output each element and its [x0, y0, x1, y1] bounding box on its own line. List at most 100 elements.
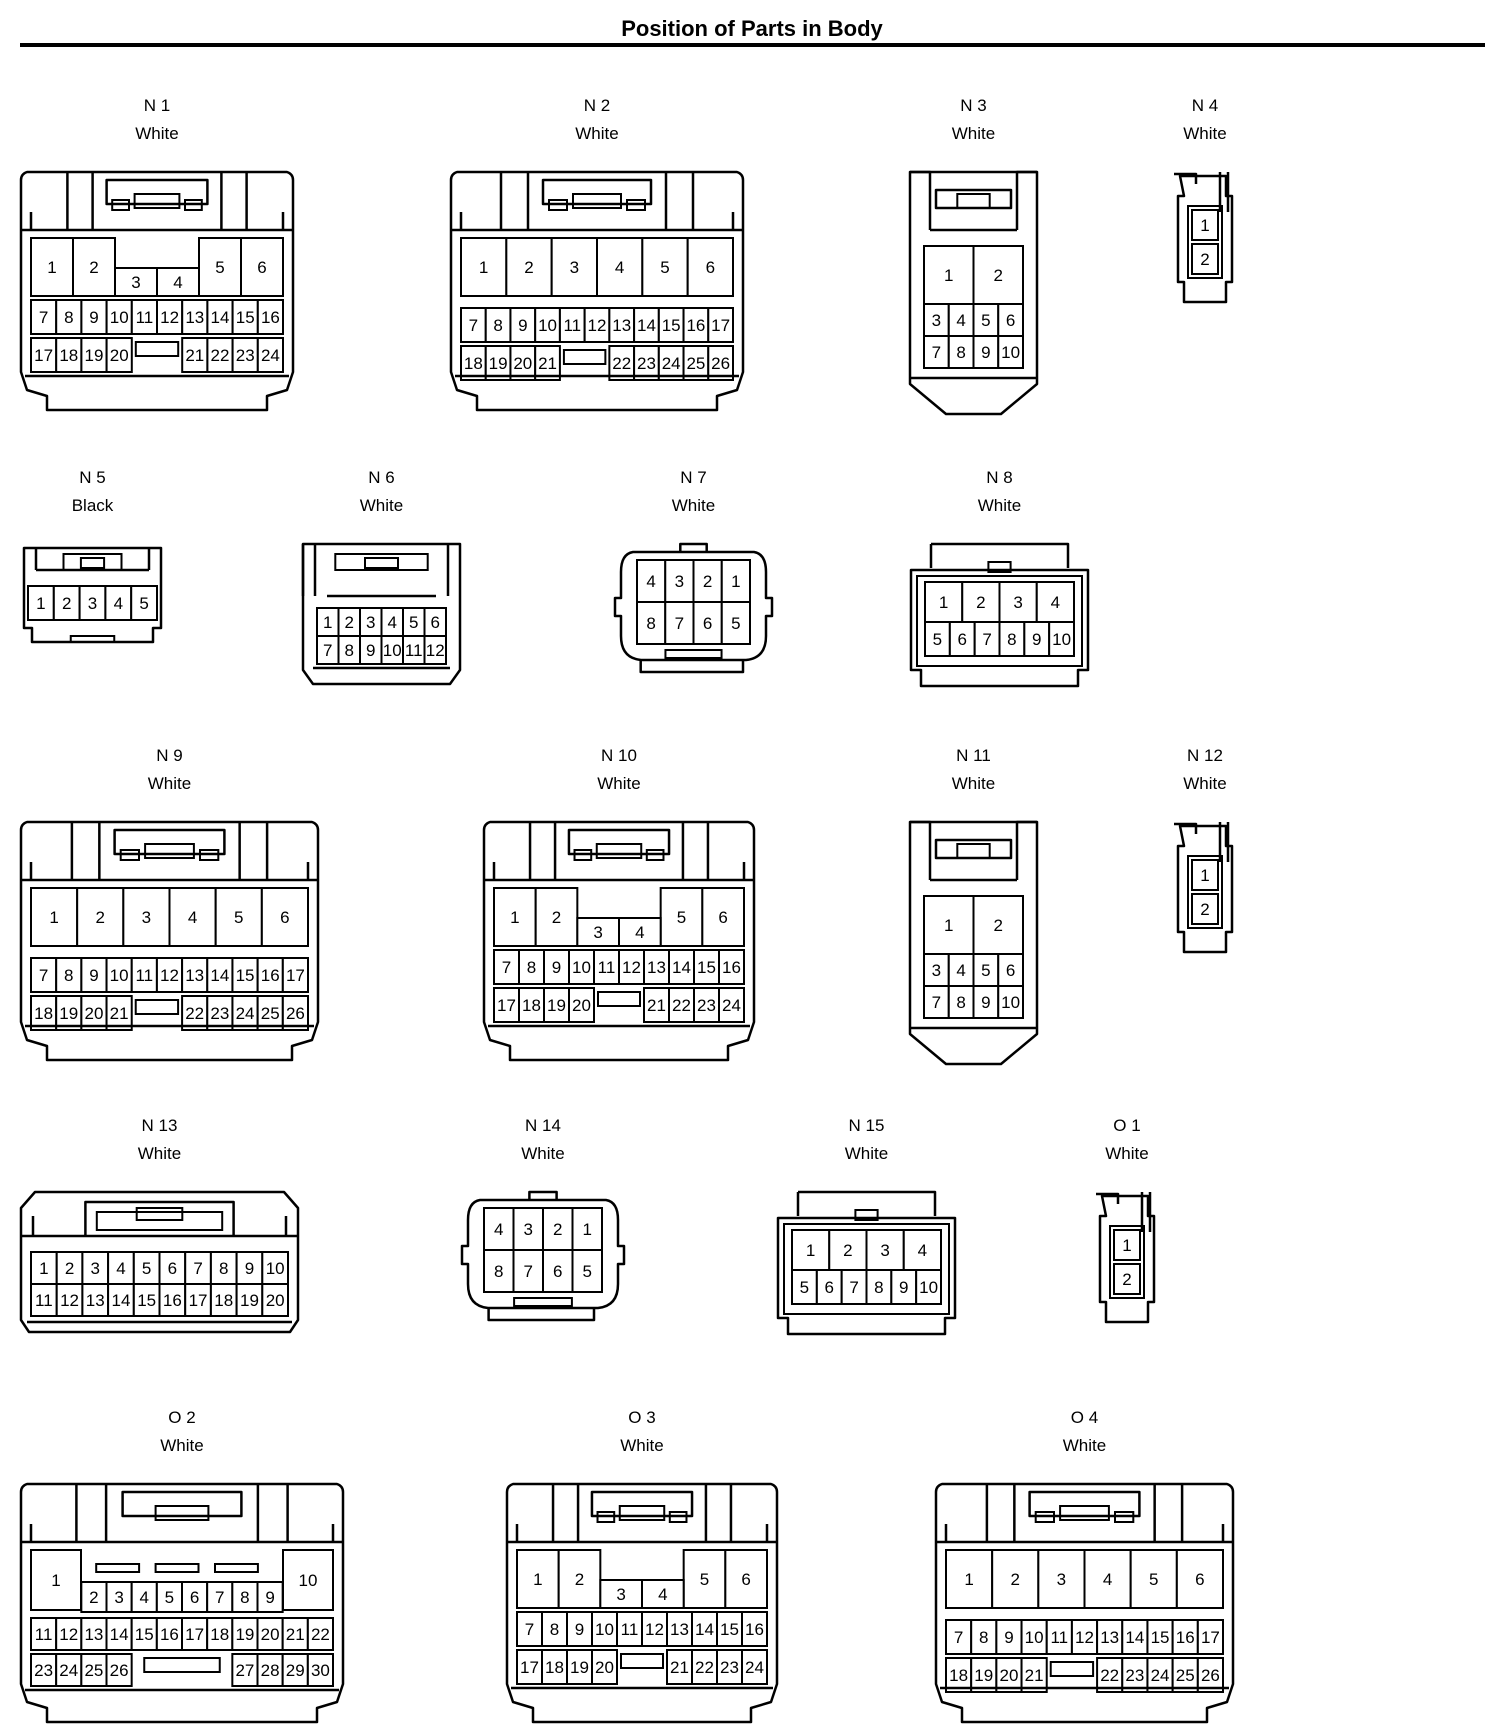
pin-label: 14 [637, 316, 656, 335]
pin-cell [158, 1251, 187, 1285]
pin-label: 15 [236, 308, 255, 327]
pin-cell [693, 949, 720, 985]
pin-label: 1 [731, 572, 740, 591]
pin-cell [682, 1549, 727, 1609]
pin-label: 2 [703, 572, 712, 591]
pin-label: 8 [494, 1262, 503, 1281]
pin-label: 10 [1001, 343, 1020, 362]
pin-label: 10 [1052, 630, 1071, 649]
pin-label: 2 [62, 594, 71, 613]
pin-label: 1 [49, 908, 58, 927]
pin-cell [636, 601, 667, 645]
pin-cell [55, 1283, 84, 1317]
connector-outline [66, 172, 248, 230]
connector-name: O 3 [628, 1408, 656, 1427]
pin-label: 15 [137, 1291, 156, 1310]
pin-label: 18 [464, 354, 483, 373]
pin-label: 26 [1201, 1666, 1220, 1685]
pin-label: 23 [637, 354, 656, 373]
pin-label: 17 [497, 996, 516, 1015]
connector-outline [910, 820, 1037, 882]
pin-label: 3 [932, 311, 941, 330]
connector-outline [84, 1200, 235, 1236]
pin-label: 5 [234, 908, 243, 927]
pin-cell [105, 1617, 133, 1651]
pin-label: 5 [700, 1570, 709, 1589]
pin-label: 7 [469, 316, 478, 335]
pin-label: 2 [552, 908, 561, 927]
pin-label: 5 [1149, 1570, 1158, 1589]
pin-label: 3 [675, 572, 684, 591]
pin-cell [1037, 1549, 1086, 1609]
pin-label: 20 [513, 354, 532, 373]
housing-part [572, 193, 622, 209]
connector-name: N 4 [1191, 96, 1219, 115]
pin-label: 18 [34, 1004, 53, 1023]
connector-name: O 2 [168, 1408, 196, 1427]
pin-cell [643, 987, 670, 1023]
housing-part [154, 1505, 210, 1521]
housing-part [987, 561, 1012, 573]
pin-label: 1 [583, 1220, 592, 1239]
pin-label: 2 [1200, 900, 1209, 919]
pin-cell [130, 1617, 158, 1651]
connector-outline [460, 1198, 626, 1310]
pin-label: 9 [245, 1259, 254, 1278]
pin-cell [30, 887, 79, 947]
pin-cell [483, 1249, 515, 1293]
connector-outline [19, 820, 320, 1062]
pin-label: 1 [47, 258, 56, 277]
pin-label: 15 [1151, 1628, 1170, 1647]
housing-part [548, 199, 568, 211]
pin-label: 24 [261, 346, 280, 365]
pin-label: 22 [612, 354, 631, 373]
pin-label: 5 [409, 613, 418, 632]
pin-label: 11 [598, 958, 616, 977]
housing-part [513, 1297, 573, 1307]
pin-label: 17 [711, 316, 730, 335]
pin-label: 9 [366, 641, 375, 660]
pin-label: 3 [932, 961, 941, 980]
connector-color: White [1062, 1436, 1107, 1455]
pin-label: 9 [1032, 630, 1041, 649]
pin-label: 10 [919, 1278, 938, 1297]
pin-label: 6 [1006, 961, 1015, 980]
pin-cell [599, 1579, 644, 1609]
pin-label: 1 [964, 1570, 973, 1589]
housing-part [199, 849, 220, 861]
pin-label: 3 [131, 273, 140, 292]
pin-label: 21 [110, 1004, 129, 1023]
connector-color: White [521, 1144, 565, 1163]
pin-label: 7 [323, 641, 332, 660]
pin-label: 6 [703, 614, 712, 633]
pin-cell [493, 949, 520, 985]
pin-label: 7 [502, 958, 511, 977]
pin-label: 4 [615, 258, 624, 277]
slot-mark [597, 991, 641, 1007]
pin-label: 2 [1011, 1570, 1020, 1589]
pin-label: 2 [345, 613, 354, 632]
pin-cell [80, 299, 108, 335]
connector-color: White [160, 1436, 204, 1455]
pin-label: 19 [235, 1625, 254, 1644]
connector-outline [499, 172, 695, 230]
pin-label: 13 [86, 1291, 105, 1310]
connector-color: White [951, 124, 996, 143]
pin-label: 1 [1122, 1236, 1131, 1255]
housing-part [668, 1511, 688, 1523]
pin-cell [1146, 1619, 1174, 1655]
pin-label: 30 [311, 1661, 330, 1680]
connector-outline [507, 1524, 777, 1544]
pin-label: 2 [524, 258, 533, 277]
pin-label: 5 [731, 614, 740, 633]
pin-cell [209, 1283, 238, 1317]
pin-cell [945, 1657, 973, 1693]
connector-outline [551, 1484, 733, 1542]
connector-outline [528, 1190, 558, 1200]
connector-outline [105, 178, 209, 206]
pin-cell [30, 1549, 82, 1611]
housing-part [1109, 1225, 1145, 1299]
